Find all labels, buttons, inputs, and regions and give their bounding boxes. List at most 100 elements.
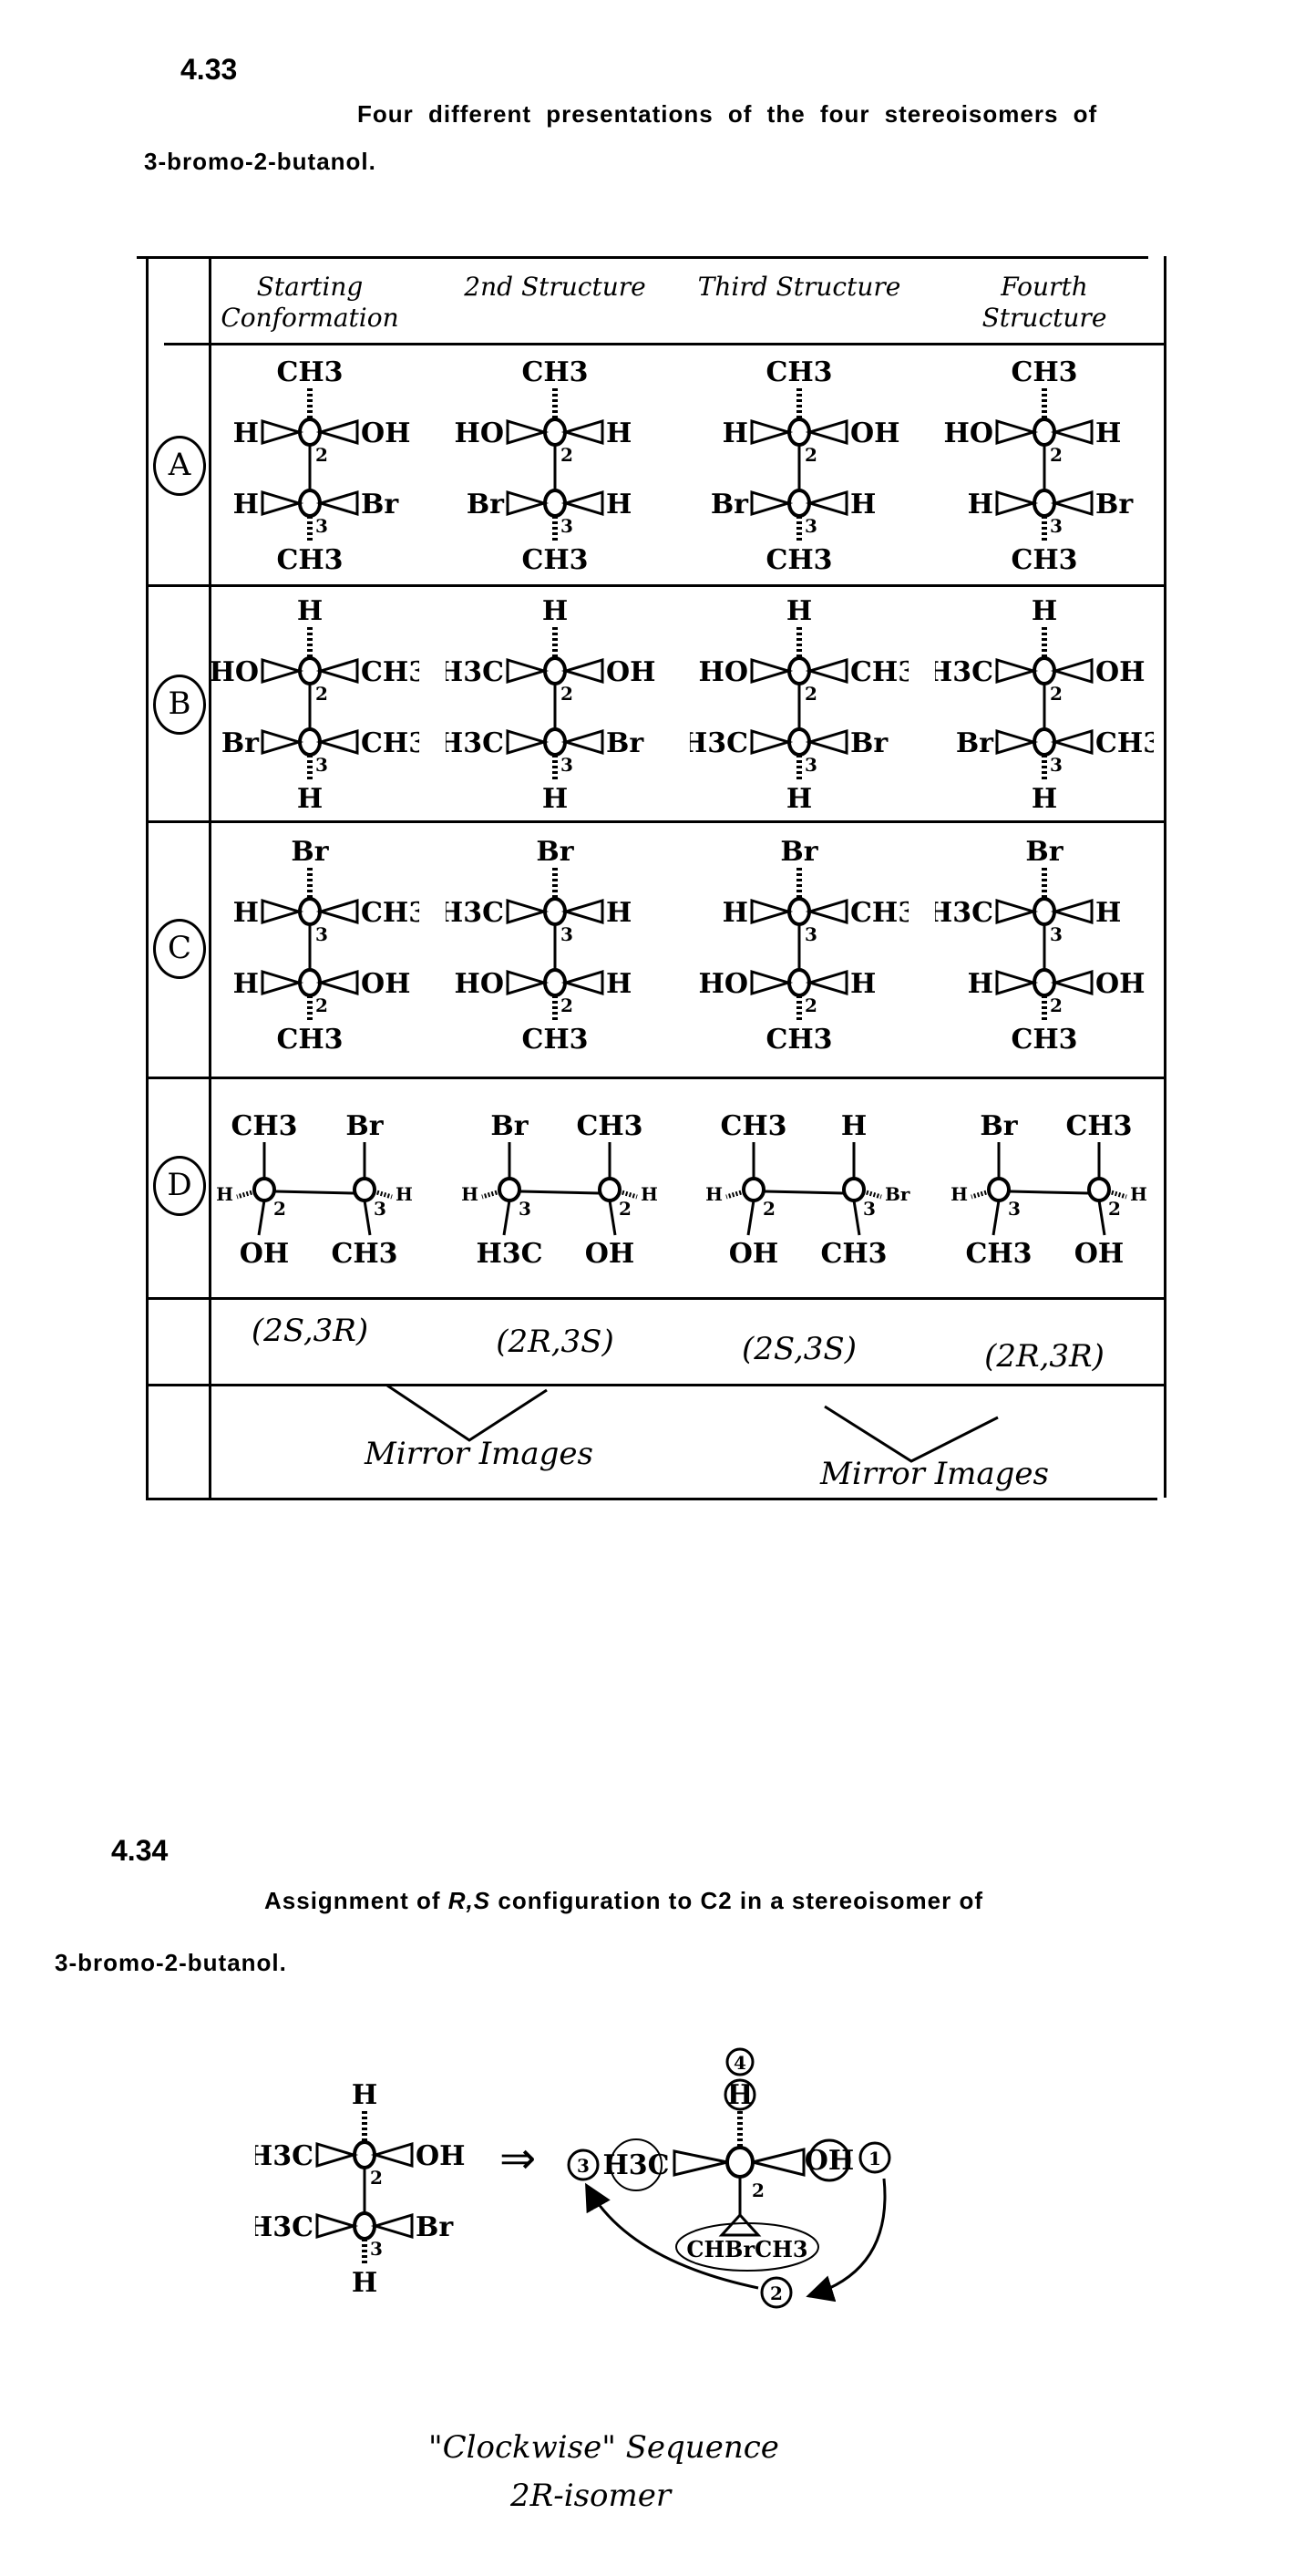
upper-right-group: CH3 xyxy=(361,656,419,688)
upper-right-group: H xyxy=(1095,417,1121,449)
wedge-bond xyxy=(805,657,848,685)
wedge-bond xyxy=(1050,418,1094,446)
wedge-bond xyxy=(805,969,848,996)
wedge-bond xyxy=(261,418,304,446)
carbon-2 xyxy=(725,2146,755,2179)
lower-left-group: H xyxy=(233,489,259,520)
wedge-bond xyxy=(370,2141,414,2169)
upper-right-group: OH xyxy=(416,2140,465,2172)
carbon-number: 2 xyxy=(315,683,328,705)
top-group: CH3 xyxy=(1011,356,1077,388)
a-side-group: H xyxy=(705,1183,723,1205)
bottom-group: CH3 xyxy=(766,544,832,574)
wedge-bond xyxy=(315,657,359,685)
a-side-group: H xyxy=(950,1183,968,1205)
a-top-group: CH3 xyxy=(720,1110,786,1142)
wedge-bond xyxy=(315,418,359,446)
b-bottom-group: OH xyxy=(585,1238,634,1270)
carbon-number: 3 xyxy=(370,2238,383,2260)
wedge-bond xyxy=(315,898,359,925)
carbon-number: 3 xyxy=(805,515,817,537)
upper-right-group: CH3 xyxy=(361,897,419,929)
carbon-number: 2 xyxy=(560,994,573,1016)
a-bottom-group: H3C xyxy=(476,1238,542,1270)
header-starting-conformation: Starting Conformation xyxy=(221,272,399,333)
wedge-bond xyxy=(805,489,848,517)
upper-right-group: H xyxy=(1095,897,1121,929)
bottom-group: H xyxy=(352,2267,377,2297)
bottom-group: CH3 xyxy=(276,544,343,574)
b-side-group: H xyxy=(396,1183,413,1205)
row-label-a: A xyxy=(153,436,206,496)
c-c-bond xyxy=(519,1190,600,1195)
carbon-number: 3 xyxy=(315,923,328,945)
wedge-bond xyxy=(506,418,550,446)
upper-left-group: HO xyxy=(944,417,993,449)
carbon-number: 3 xyxy=(805,754,817,776)
lower-right-group: CH3 xyxy=(1095,727,1154,759)
config-2r3s: (2R,3S) xyxy=(496,1324,614,1360)
carbon-number: 3 xyxy=(315,754,328,776)
carbon-number: 2 xyxy=(315,444,328,466)
top-group: H xyxy=(1032,595,1057,627)
a-side-group: H xyxy=(216,1183,233,1205)
problem-433-title-line2: 3-bromo-2-butanol. xyxy=(144,148,376,175)
bond xyxy=(257,1200,266,1236)
upper-left-group: HO xyxy=(210,656,259,688)
top-group: Br xyxy=(780,836,818,868)
a-top-group: CH3 xyxy=(231,1110,297,1142)
row-divider xyxy=(146,1384,1166,1386)
b-top-group: H xyxy=(841,1110,867,1142)
row-divider xyxy=(146,1077,1166,1079)
lower-left-group: HO xyxy=(455,968,504,1000)
upper-left-group: H3C xyxy=(255,2140,313,2172)
bottom-group: CH3 xyxy=(276,1024,343,1054)
bond xyxy=(852,1200,861,1236)
c-c-bond xyxy=(1009,1190,1089,1195)
priority-4-circle xyxy=(725,2047,755,2076)
hashed-bond xyxy=(618,1189,638,1200)
bottom-group: H xyxy=(542,783,568,813)
wedge-bond xyxy=(1050,489,1094,517)
carbon-number: 3 xyxy=(560,754,573,776)
wedge-bond xyxy=(261,657,304,685)
top-group: CH3 xyxy=(521,356,588,388)
lower-left-group: H xyxy=(968,489,993,520)
top-group: H xyxy=(786,595,812,627)
upper-left-group: H3C xyxy=(935,897,993,929)
carbon-number: 2 xyxy=(763,1198,776,1220)
wedge-bond xyxy=(995,728,1039,756)
bottom-group: CH3 xyxy=(1011,544,1077,574)
priority-3: 3 xyxy=(577,2155,590,2177)
row-label-b: B xyxy=(153,675,206,735)
bond xyxy=(1097,1200,1106,1236)
upper-left-group: H xyxy=(723,417,748,449)
c-c-bond xyxy=(274,1190,355,1195)
top-group: Br xyxy=(291,836,329,868)
lower-right-group: CH3 xyxy=(361,727,419,759)
wedge-bond xyxy=(750,657,794,685)
wedge-bond xyxy=(750,898,794,925)
carbon-number: 2 xyxy=(1108,1198,1121,1220)
lower-left-group: Br xyxy=(956,727,994,759)
bottom-group: CH3 xyxy=(521,1024,588,1054)
header-divider xyxy=(164,343,1166,345)
carbon-number: 3 xyxy=(374,1198,386,1220)
priority-4: 4 xyxy=(734,2052,746,2074)
row-divider xyxy=(146,820,1166,823)
a-bottom-group: OH xyxy=(729,1238,778,1270)
lower-left-group: H xyxy=(233,968,259,1000)
b-side-group: H xyxy=(1130,1183,1147,1205)
top-group: H xyxy=(542,595,568,627)
lower-right-group: Br xyxy=(416,2211,454,2243)
